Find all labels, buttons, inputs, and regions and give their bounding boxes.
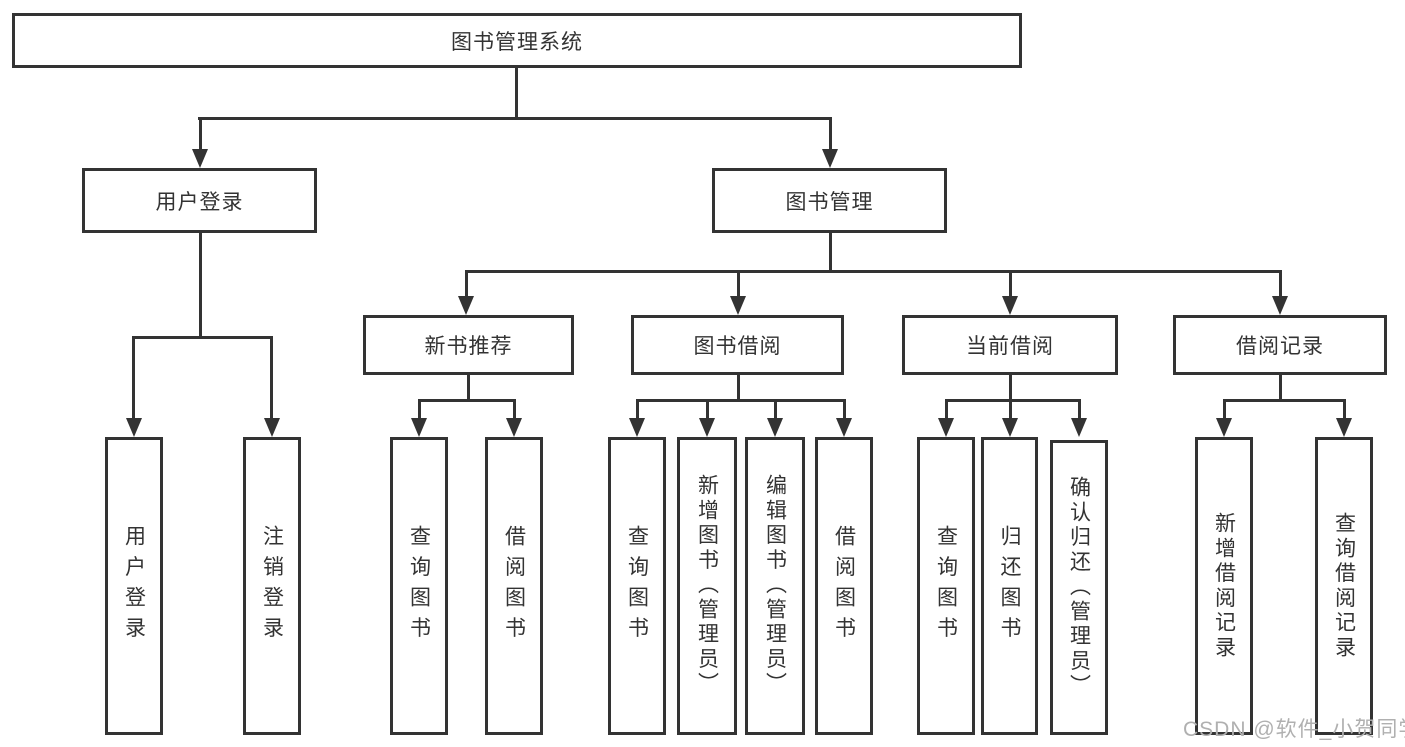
connector-book-management-stem: [829, 233, 832, 272]
leaf-user-login-label: 用户登录: [122, 525, 146, 647]
connector-user-login-stem: [199, 233, 202, 338]
arrowhead: [458, 296, 474, 315]
leaf-add-borrow-record: 新增借阅记录: [1195, 437, 1253, 735]
arrowhead: [822, 149, 838, 168]
connector-to-book-borrow: [737, 270, 740, 298]
connector-root-stem: [515, 68, 518, 119]
leaf-logout-label: 注销登录: [260, 525, 284, 647]
leaf-logout: 注销登录: [243, 437, 301, 735]
leaf-add-books-admin-label: 新增图书（管理员）: [695, 474, 719, 698]
leaf-add-books-admin: 新增图书（管理员）: [677, 437, 737, 735]
node-user-login: 用户登录: [82, 168, 317, 233]
node-book-borrow-label: 图书借阅: [693, 335, 782, 358]
leaf-borrow-books-recommend: 借阅图书: [485, 437, 543, 735]
connector-current-borrow-stem: [1009, 375, 1012, 401]
connector-to-borrow-record: [1279, 270, 1282, 298]
connector-book-management-rail: [465, 270, 1281, 273]
connector-borrow-record-rail: [1223, 399, 1344, 402]
leaf-add-borrow-record-label: 新增借阅记录: [1212, 511, 1236, 661]
leaf-query-books-current: 查询图书: [917, 437, 975, 735]
connector-root-rail: [198, 117, 832, 120]
connector-leaf: [774, 399, 777, 421]
connector-leaf: [1078, 399, 1081, 421]
leaf-confirm-return-admin-label: 确认归还（管理员）: [1067, 475, 1091, 700]
connector-new-book-rail: [418, 399, 516, 402]
arrowhead: [730, 296, 746, 315]
connector-borrow-record-stem: [1279, 375, 1282, 401]
connector-leaf: [513, 399, 516, 421]
arrowhead: [1002, 296, 1018, 315]
leaf-query-books-label: 查询图书: [407, 525, 431, 647]
node-book-borrow: 图书借阅: [631, 315, 844, 375]
arrowhead: [767, 418, 783, 437]
node-borrow-record-label: 借阅记录: [1236, 335, 1324, 358]
connector-leaf: [843, 399, 846, 421]
arrowhead: [1002, 418, 1018, 437]
connector-leaf: [1009, 399, 1012, 421]
arrowhead: [506, 418, 522, 437]
connector-book-borrow-rail: [636, 399, 845, 402]
leaf-confirm-return-admin: 确认归还（管理员）: [1050, 440, 1108, 735]
leaf-edit-books-admin: 编辑图书（管理员）: [745, 437, 805, 735]
connector-to-user-login: [199, 117, 202, 151]
connector-book-borrow-stem: [737, 375, 740, 401]
connector-leaf: [1223, 399, 1226, 421]
leaf-return-books: 归还图书: [981, 437, 1038, 735]
arrowhead: [629, 418, 645, 437]
connector-leaf: [1343, 399, 1346, 421]
connector-leaf: [945, 399, 948, 421]
node-root-label: 图书管理系统: [451, 30, 583, 54]
leaf-edit-books-admin-label: 编辑图书（管理员）: [763, 474, 787, 698]
leaf-return-books-label: 归还图书: [998, 525, 1021, 647]
csdn-watermark: CSDN @软件_小贺同学: [1183, 718, 1405, 741]
connector-to-leaf-logout: [270, 336, 273, 420]
arrowhead: [1216, 418, 1232, 437]
leaf-query-borrow-record: 查询借阅记录: [1315, 437, 1373, 735]
arrowhead: [411, 418, 427, 437]
connector-current-borrow-rail: [945, 399, 1079, 402]
connector-leaf: [636, 399, 639, 421]
connector-user-login-rail: [132, 336, 273, 339]
node-book-management-label: 图书管理: [785, 190, 874, 214]
node-root: 图书管理系统: [12, 13, 1022, 68]
leaf-borrow-books: 借阅图书: [815, 437, 873, 735]
connector-new-book-stem: [467, 375, 470, 401]
connector-to-new-book: [465, 270, 468, 298]
node-current-borrow: 当前借阅: [902, 315, 1118, 375]
leaf-query-borrow-record-label: 查询借阅记录: [1332, 511, 1356, 661]
connector-leaf: [418, 399, 421, 421]
connector-to-leaf-login: [132, 336, 135, 420]
leaf-borrow-books-label: 借阅图书: [832, 525, 856, 647]
node-user-login-label: 用户登录: [155, 190, 244, 214]
leaf-query-books-recommend: 查询图书: [390, 437, 448, 735]
arrowhead: [264, 418, 280, 437]
arrowhead: [1071, 418, 1087, 437]
arrowhead: [192, 149, 208, 168]
node-book-management: 图书管理: [712, 168, 947, 233]
connector-to-current-borrow: [1009, 270, 1012, 298]
arrowhead: [938, 418, 954, 437]
node-new-book-recommend: 新书推荐: [363, 315, 574, 375]
leaf-query-books-label: 查询图书: [934, 525, 958, 647]
leaf-query-books-label: 查询图书: [625, 525, 649, 647]
leaf-user-login: 用户登录: [105, 437, 163, 735]
node-current-borrow-label: 当前借阅: [966, 335, 1054, 358]
arrowhead: [126, 418, 142, 437]
arrowhead: [1336, 418, 1352, 437]
node-borrow-record: 借阅记录: [1173, 315, 1387, 375]
node-new-book-recommend-label: 新书推荐: [424, 335, 513, 358]
leaf-borrow-books-label: 借阅图书: [502, 525, 526, 647]
arrowhead: [699, 418, 715, 437]
leaf-query-books-borrow: 查询图书: [608, 437, 666, 735]
arrowhead: [1272, 296, 1288, 315]
arrowhead: [836, 418, 852, 437]
connector-to-book-management: [829, 117, 832, 151]
connector-leaf: [706, 399, 709, 421]
